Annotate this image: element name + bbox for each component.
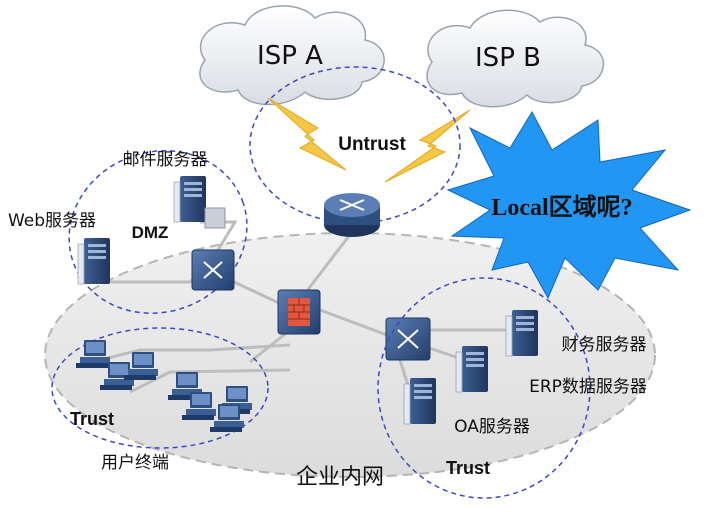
web-server-label: Web服务器 <box>8 211 96 231</box>
lightning-bolt-right <box>384 109 471 183</box>
dmz-zone-border <box>68 150 248 314</box>
untrust-zone-label: Untrust <box>338 134 406 155</box>
starburst-shape <box>446 110 692 300</box>
router-icon <box>324 193 380 237</box>
finance-server-icon <box>505 309 539 357</box>
finance-server-label: 财务服务器 <box>562 335 647 355</box>
trust-zone-left-border <box>51 327 269 449</box>
erp-server-icon <box>455 345 489 393</box>
dmz-switch-icon <box>191 249 235 291</box>
firewall-icon <box>277 289 321 335</box>
mail-server-icon <box>173 175 207 223</box>
user-terminals-label: 用户终端 <box>101 453 169 473</box>
mail-server-label: 邮件服务器 <box>123 150 208 170</box>
mail-storage-icon <box>204 207 226 229</box>
trust-zone-right-label: Trust <box>446 458 490 478</box>
oa-server-label: OA服务器 <box>454 417 530 437</box>
isp-b-label: ISP B <box>475 43 541 73</box>
oa-server-icon <box>403 377 437 425</box>
trust-switch-icon <box>385 317 431 361</box>
cloud-isp-b <box>426 9 605 108</box>
local-zone-question: Local区域呢? <box>491 194 632 221</box>
trust-zone-right-border <box>377 277 591 499</box>
erp-server-label: ERP数据服务器 <box>529 377 647 397</box>
lightning-bolt-left <box>267 97 347 171</box>
trust-zone-left-label: Trust <box>70 409 114 429</box>
web-server-icon <box>77 237 111 285</box>
intranet-label: 企业内网 <box>296 465 384 490</box>
dmz-zone-label: DMZ <box>132 223 169 242</box>
cloud-isp-a <box>199 5 385 106</box>
isp-a-label: ISP A <box>257 41 323 71</box>
